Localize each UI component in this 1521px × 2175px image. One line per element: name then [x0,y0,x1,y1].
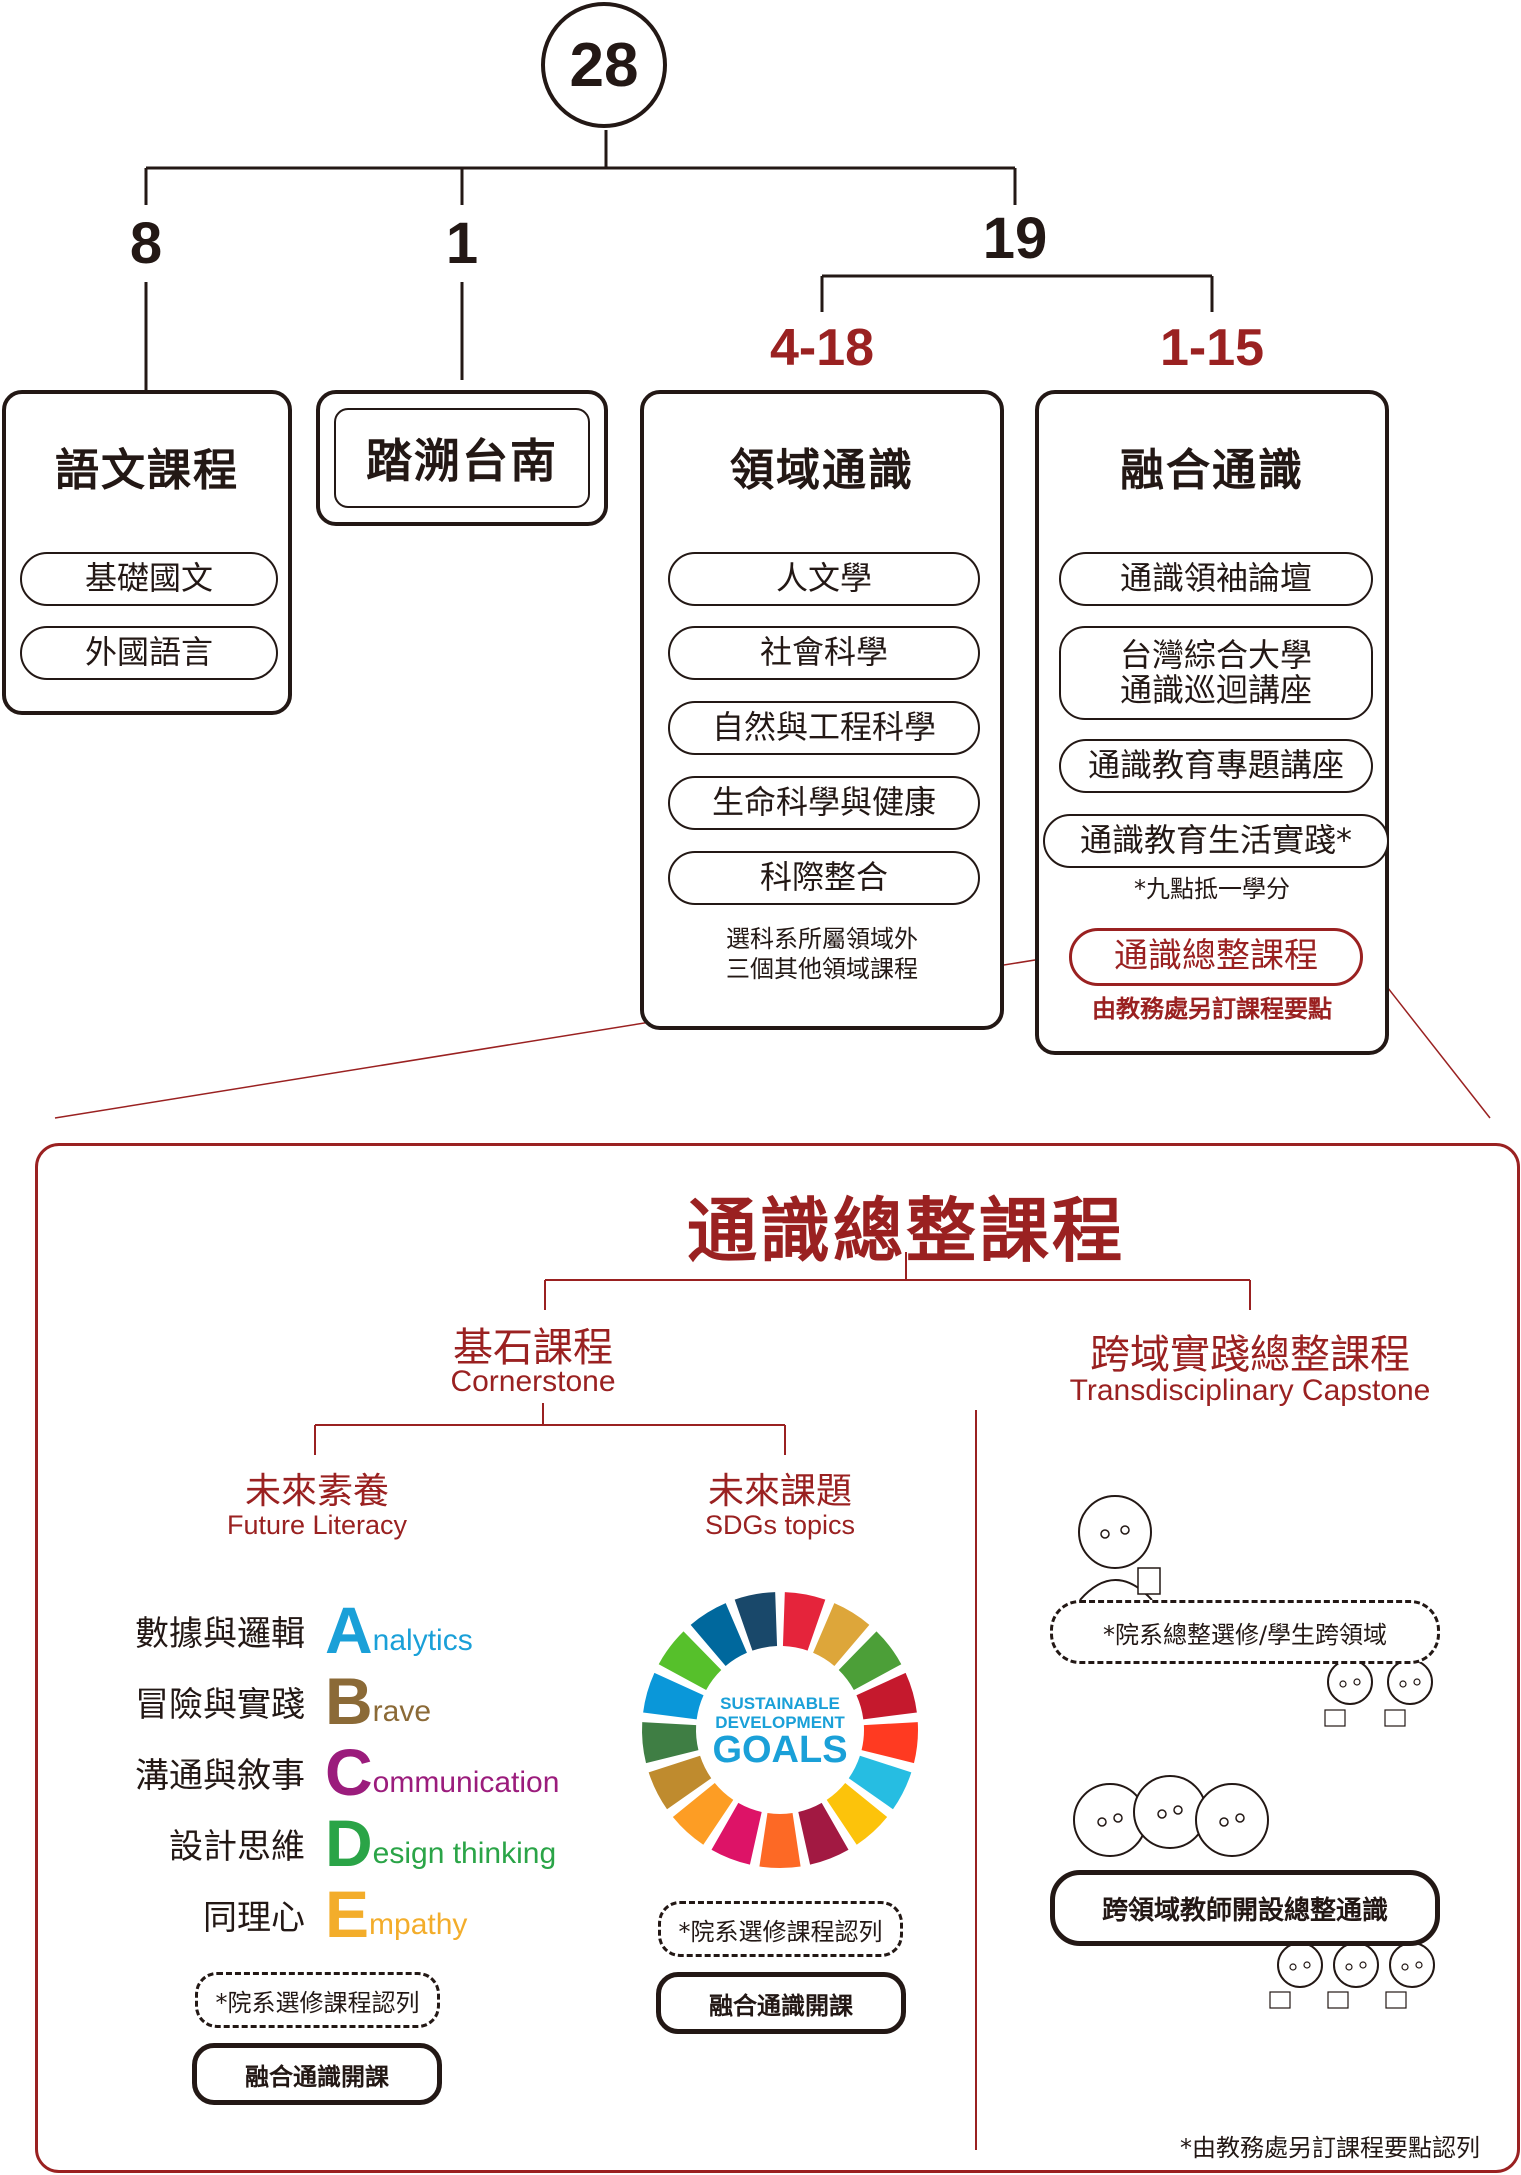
small-students-icon [1269,1942,1435,2009]
domain-item-humanities: 人文學 [668,552,980,606]
integrated-practice-note: *九點抵一學分 [1134,875,1290,903]
integrated-item-life-practice: 通識教育生活實踐* [1043,814,1389,868]
abc-letter-c: C [325,1735,373,1809]
integrated-capstone-pill[interactable]: 通識總整課程 [1069,928,1363,986]
integrated-range: 1-15 [1159,319,1265,377]
abc-row-empathy: 同理心 E mpathy [110,1881,467,1947]
tainan-inner-frame: 踏溯台南 [334,408,590,508]
abc-rest-communication: ommunication [372,1766,560,1799]
transdisciplinary-en: Transdisciplinary Capstone [1069,1374,1431,1407]
integrated-item-taiwan-line1: 台灣綜合大學 [1119,635,1312,674]
integrated-box: 融合通識 通識領袖論壇 台灣綜合大學 通識巡迴講座 通識教育專題講座 通識教育生… [1035,390,1389,1055]
sdg-wheel-segment [643,1672,704,1720]
future-literacy-dept-badge: *院系選修課程認列 [195,1972,440,2028]
integrated-item-taiwan-line2: 通識巡迴講座 [1119,671,1312,709]
abc-letter-b: B [325,1664,373,1738]
detail-title: 通識總整課程 [687,1190,1125,1272]
capstone-student-badge: *院系總整選修/學生跨領域 [1050,1600,1440,1664]
integrated-item-topic-lecture: 通識教育專題講座 [1059,739,1373,793]
sdg-wheel-segment [642,1722,699,1764]
domain-item-life-science: 生命科學與健康 [668,776,980,830]
future-literacy-zh: 未來素養 [244,1471,389,1512]
small-students-icon [1324,1659,1433,1727]
abc-zh-empathy: 同理心 [203,1897,305,1938]
language-title: 語文課程 [55,445,239,496]
sdg-wheel-segment [672,1782,734,1845]
teacher-figures-illustration [1073,1775,1435,2009]
abc-zh-analytics: 數據與邏輯 [135,1613,305,1654]
abc-rest-empathy: mpathy [369,1908,468,1941]
sdg-wheel-segment [648,1755,712,1810]
integrated-item-leadership-forum: 通識領袖論壇 [1059,552,1373,606]
sdgs-zh: 未來課題 [707,1471,852,1512]
sdg-logo-line2: DEVELOPMENT [715,1713,845,1732]
tainan-credits: 1 [445,211,479,276]
sdg-wheel-segment [798,1802,849,1865]
domain-item-interdisciplinary: 科際整合 [668,851,980,905]
abc-row-brave: 冒險與實踐 B rave [110,1668,431,1734]
domain-item-social-science: 社會科學 [668,626,980,680]
language-credits: 8 [129,211,163,276]
sdg-wheel-segment [856,1672,917,1720]
capstone-detail-panel [35,1143,1520,2173]
domain-box: 領域通識 人文學 社會科學 自然與工程科學 生命科學與健康 科際整合 選科系所屬… [640,390,1004,1030]
sdg-wheel-segment [782,1592,826,1651]
sdg-logo-line1: SUSTAINABLE [720,1694,840,1713]
domain-item-natural-engineering: 自然與工程科學 [668,701,980,755]
abc-zh-brave: 冒險與實踐 [135,1684,305,1725]
future-literacy-en: Future Literacy [226,1510,408,1540]
sdg-wheel-segment [838,1631,902,1690]
sdg-wheel-segment [826,1782,888,1845]
teachers-icon [1073,1775,1269,1857]
domain-title: 領域通識 [730,445,914,496]
abc-row-communication: 溝通與敘事 C ommunication [110,1739,559,1805]
domain-note-line1: 選科系所屬領域外 [726,925,918,953]
tainan-box: 踏溯台南 [316,390,608,526]
abc-rest-analytics: nalytics [372,1624,473,1657]
sdg-wheel-segment [690,1603,747,1666]
sdg-logo-goals: GOALS [712,1729,847,1771]
abc-row-analytics: 數據與邏輯 A nalytics [110,1597,473,1663]
sdgs-en: SDGs topics [704,1510,856,1540]
tainan-title: 踏溯台南 [366,434,558,488]
language-item-chinese: 基礎國文 [20,552,278,606]
abc-zh-design: 設計思維 [169,1826,305,1867]
total-credits-value: 28 [569,30,639,100]
abc-letter-a: A [325,1593,373,1667]
integrated-title: 融合通識 [1120,445,1304,496]
sdg-wheel-logo: SUSTAINABLE DEVELOPMENT GOALS [642,1592,918,1868]
abc-letter-d: D [325,1806,373,1880]
cornerstone-en: Cornerstone [450,1365,616,1398]
transdisciplinary-zh: 跨域實踐總整課程 [1090,1332,1410,1378]
sdgs-dept-badge: *院系選修課程認列 [658,1901,903,1957]
sdg-wheel-segment [734,1592,778,1651]
sdg-wheel-segment [759,1813,801,1868]
abc-row-design: 設計思維 D esign thinking [110,1810,556,1876]
language-item-foreign: 外國語言 [20,626,278,680]
domain-note-line2: 三個其他領域課程 [726,955,918,983]
domain-note: 選科系所屬領域外 三個其他領域課程 [644,924,1000,984]
domain-range: 4-18 [769,319,875,377]
sdgs-offering-badge: 融合通識開課 [656,1972,906,2034]
sdg-wheel-segment [813,1603,870,1666]
abc-rest-brave: rave [372,1695,432,1728]
reading-person-icon [1078,1495,1161,1601]
sdg-wheel-segment [861,1722,918,1764]
sdg-wheel-segment [711,1802,762,1865]
cornerstone-zh: 基石課程 [453,1325,613,1371]
ge-credits: 19 [982,206,1048,271]
abc-letter-e: E [325,1877,370,1951]
sdg-wheel-segment [658,1631,722,1690]
sdg-wheel-segment [848,1755,912,1810]
total-credits-circle: 28 [541,2,667,128]
capstone-teacher-badge: 跨領域教師開設總整通識 [1050,1870,1440,1946]
future-literacy-offering-badge: 融合通識開課 [192,2043,442,2105]
abc-zh-communication: 溝通與敘事 [135,1755,305,1796]
abc-rest-design: esign thinking [372,1837,557,1870]
detail-footnote: *由教務處另訂課程要點認列 [1180,2134,1480,2162]
integrated-capstone-note: 由教務處另訂課程要點 [1092,995,1332,1023]
integrated-item-taiwan-lecture: 台灣綜合大學 通識巡迴講座 [1059,626,1373,720]
student-figures-illustration [1078,1495,1433,1727]
language-box: 語文課程 基礎國文 外國語言 [2,390,292,715]
